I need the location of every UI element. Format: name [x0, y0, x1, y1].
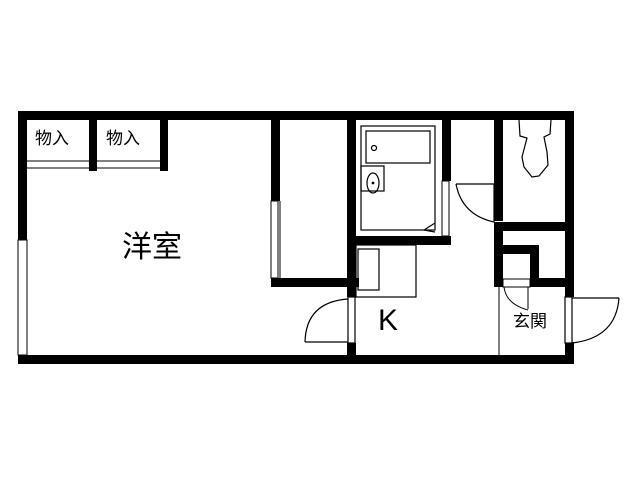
kitchen-sink-icon [357, 248, 380, 291]
bathtub-drain-icon [370, 144, 378, 152]
storage-front-lines [27, 160, 160, 169]
door-swing-entrance [564, 296, 620, 344]
corridor-sliding-panel [270, 200, 281, 279]
room-label-western-room: 洋室 [122, 230, 182, 265]
room-label-storage-2: 物入 [106, 129, 140, 149]
window-left [17, 239, 28, 356]
outer-walls [18, 111, 574, 364]
door-swing-hall [455, 183, 495, 223]
kitchen-counter [355, 244, 417, 298]
room-label-entrance: 玄関 [513, 312, 547, 332]
door-swing-kitchen [304, 296, 356, 344]
storage-walls [89, 111, 168, 171]
bathroom-door-panel [441, 180, 450, 237]
toilet-icon [518, 119, 552, 178]
room-label-kitchen: K [378, 304, 399, 337]
room-label-storage-1: 物入 [35, 129, 69, 149]
entrance-lines [498, 278, 531, 355]
interior-walls [271, 111, 574, 364]
bathtub-icon [365, 130, 431, 164]
bathroom-unit [360, 125, 436, 233]
washbasin-icon [360, 165, 385, 192]
